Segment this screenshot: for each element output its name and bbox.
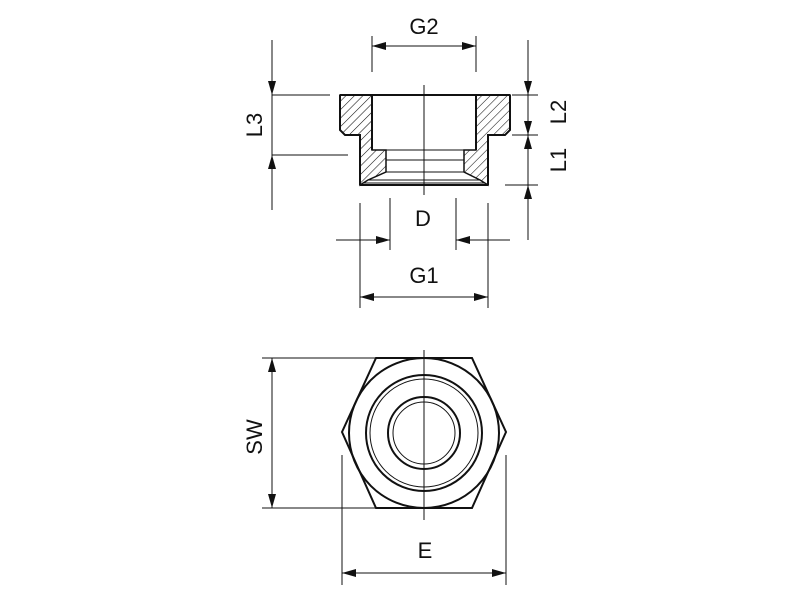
label-d: D (415, 206, 431, 231)
label-sw: SW (242, 419, 267, 455)
section-view (339, 85, 511, 195)
label-l3: L3 (242, 113, 267, 137)
dimension-sw: SW (242, 357, 376, 509)
label-l2: L2 (546, 100, 571, 124)
dimension-l2-l1: L2 L1 (505, 40, 571, 240)
dimension-e: E (341, 455, 507, 585)
hex-front-view (340, 350, 508, 520)
label-g1: G1 (409, 263, 438, 288)
label-g2: G2 (409, 14, 438, 39)
dimension-l3: L3 (242, 40, 348, 210)
dimension-g2: G2 (371, 14, 477, 72)
section-left-wall (339, 94, 387, 187)
label-l1: L1 (546, 148, 571, 172)
section-outline-right (487, 95, 511, 185)
dimension-g1: G1 (359, 203, 489, 308)
dimension-d: D (336, 198, 510, 250)
section-outline-left (339, 95, 361, 185)
label-e: E (418, 538, 433, 563)
hex-outline (340, 357, 508, 509)
